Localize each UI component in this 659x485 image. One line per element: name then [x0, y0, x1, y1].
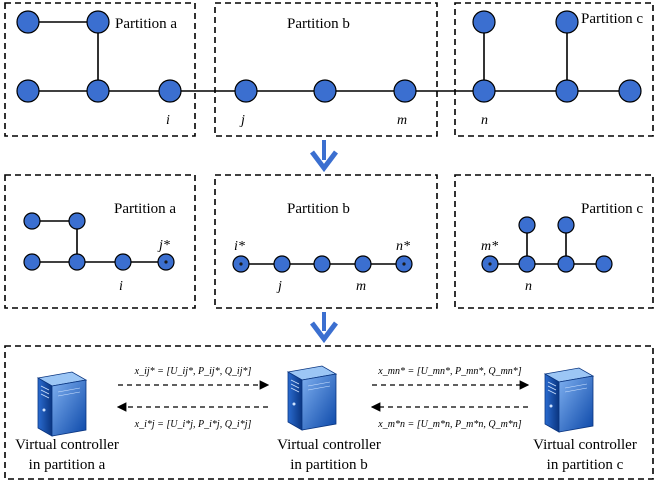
bus-node [16, 10, 40, 34]
flow-label-a-to-b: x_ij* = [U_ij*, P_ij*, Q_ij*] [134, 366, 252, 377]
bus-node [557, 255, 575, 273]
top-row: Partition a Partition b Partition c i j … [4, 2, 654, 137]
flow-label-b-to-c: x_mn* = [U_mn*, P_mn*, Q_mn*] [377, 366, 522, 377]
bus-node [555, 79, 579, 103]
bus-node [555, 10, 579, 34]
bus-node [313, 255, 331, 273]
label-node-i: i [166, 113, 170, 128]
bus-node [518, 216, 536, 234]
bus-node-i [158, 79, 182, 103]
middle-row: Partition a Partition b Partition c j* i… [4, 174, 654, 309]
top-partition-c-title: Partition c [581, 11, 643, 27]
bus-node-m [393, 79, 417, 103]
label-node-m: m [397, 113, 407, 128]
bus-node [23, 253, 41, 271]
controllers-box [4, 345, 654, 480]
bus-node-n [472, 79, 496, 103]
top-partition-a-box [4, 2, 196, 137]
label-node-n-star: n* [396, 239, 410, 254]
down-arrow-1 [310, 140, 338, 173]
controller-a-label-2: in partition a [29, 457, 106, 473]
server-icon-a [36, 371, 88, 437]
label-node-j: j [239, 113, 245, 128]
label-node-j-star: j* [157, 238, 170, 253]
bus-node-j [273, 255, 291, 273]
bus-node [86, 79, 110, 103]
bus-node [618, 79, 642, 103]
bus-node [68, 212, 86, 230]
bus-node [557, 216, 575, 234]
label-node-j: j [276, 279, 282, 294]
bus-node [68, 253, 86, 271]
label-node-n: n [481, 113, 488, 128]
mid-partition-c-box [454, 174, 654, 309]
flow-label-b-to-a: x_i*j = [U_i*j, P_i*j, Q_i*j] [134, 419, 252, 430]
down-arrow-2 [310, 312, 338, 344]
bus-node-m [354, 255, 372, 273]
flow-label-c-to-b: x_m*n = [U_m*n, P_m*n, Q_m*n] [377, 419, 522, 430]
controller-c-label-2: in partition c [547, 457, 624, 473]
label-node-i: i [119, 279, 123, 294]
bus-node-i [114, 253, 132, 271]
server-icon-b [286, 365, 338, 431]
bus-node-n [518, 255, 536, 273]
mid-partition-a-box [4, 174, 196, 309]
controller-a-label-1: Virtual controller [15, 437, 119, 453]
mid-partition-b-title: Partition b [287, 201, 350, 217]
top-partition-c-box [454, 2, 654, 137]
bus-node [472, 10, 496, 34]
label-node-n: n [525, 279, 532, 294]
top-partition-b-title: Partition b [287, 16, 350, 32]
bottom-row: Virtual controller in partition a Virtua… [4, 345, 654, 480]
bus-node [23, 212, 41, 230]
bus-node-j [234, 79, 258, 103]
bus-node [16, 79, 40, 103]
bus-node [595, 255, 613, 273]
mid-partition-c-title: Partition c [581, 201, 643, 217]
label-node-i-star: i* [234, 239, 245, 254]
controller-b-label-1: Virtual controller [277, 437, 381, 453]
mid-partition-a-title: Partition a [114, 201, 176, 217]
top-partition-a-title: Partition a [115, 16, 177, 32]
bus-node [86, 10, 110, 34]
top-partition-b-box [214, 2, 438, 137]
label-node-m-star: m* [481, 239, 498, 254]
server-icon-c [543, 367, 595, 433]
bus-node [313, 79, 337, 103]
controller-c-label-1: Virtual controller [533, 437, 637, 453]
mid-partition-b-box [214, 174, 438, 309]
label-node-m: m [356, 279, 366, 294]
controller-b-label-2: in partition b [290, 457, 368, 473]
